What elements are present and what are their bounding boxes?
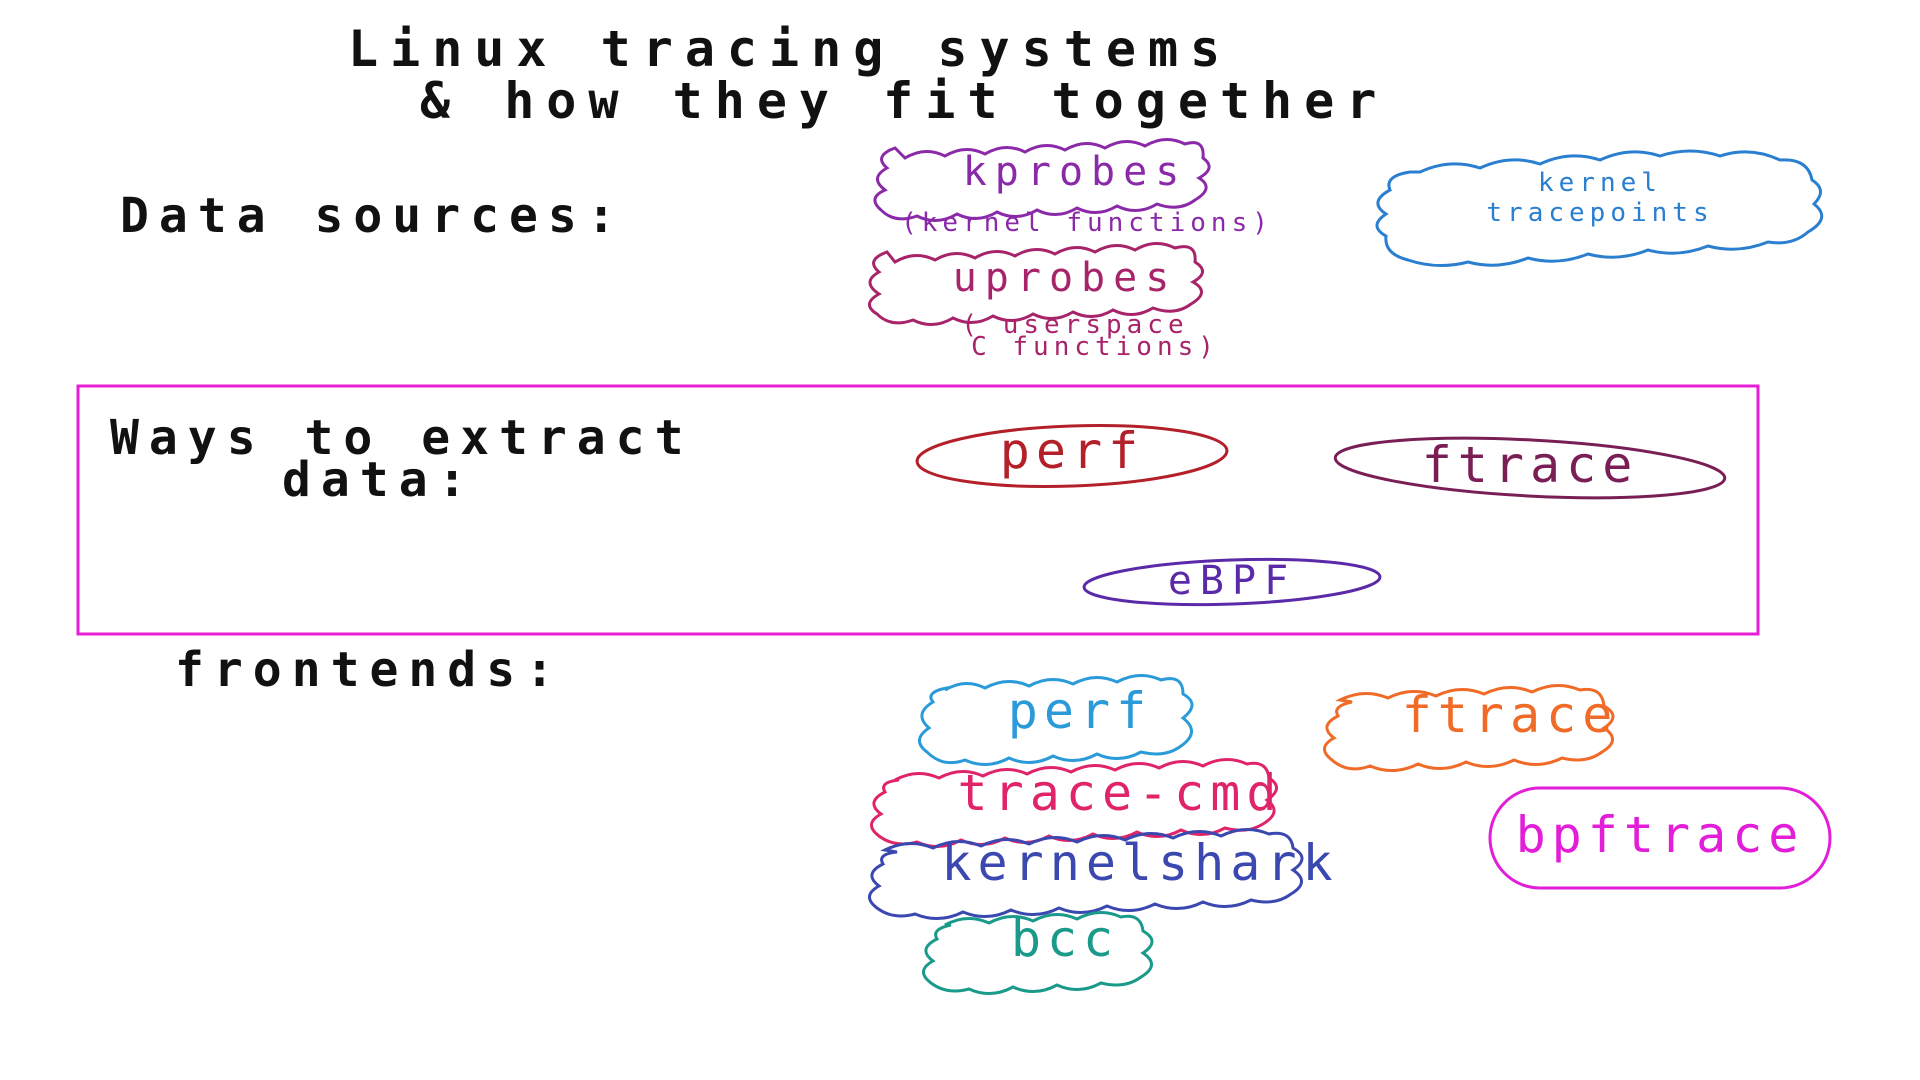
bcc-cloud <box>922 911 1154 995</box>
kernelshark-label: kernelshark <box>941 834 1339 892</box>
kprobes-label: kprobes <box>962 149 1188 195</box>
ftrace-frontend-cloud <box>1323 684 1615 772</box>
tracepoints-cloud <box>1375 149 1824 267</box>
uprobes-cloud <box>868 242 1204 326</box>
frontends-label: frontends: <box>175 642 564 698</box>
ftrace-extract-oval <box>1333 436 1727 500</box>
kprobes-note: (kernel functions) <box>901 208 1273 238</box>
data-sources-label: Data sources: <box>120 188 626 244</box>
kprobes-cloud <box>873 138 1211 222</box>
ebpf-extract-label: eBPF <box>1167 558 1297 604</box>
perf-extract-oval <box>915 424 1229 488</box>
bpftrace-oval <box>1488 786 1832 890</box>
extract-label-line-1: Ways to extract <box>110 410 694 466</box>
extract-label-line-2: data: <box>282 452 477 508</box>
uprobes-note-line-1: ( userspace <box>961 310 1189 340</box>
uprobes-note-line-2: C functions) <box>971 332 1219 362</box>
kernelshark-cloud <box>868 828 1304 920</box>
ftrace-frontend-label: ftrace <box>1401 686 1619 744</box>
tracepoints-line-1: kernel <box>1538 168 1662 198</box>
trace-cmd-label: trace-cmd <box>957 764 1283 822</box>
perf-frontend-label: perf <box>1007 682 1153 740</box>
ftrace-extract-label: ftrace <box>1421 436 1639 494</box>
bpftrace-label: bpftrace <box>1515 806 1805 864</box>
ebpf-extract-oval <box>1082 557 1382 607</box>
uprobes-label: uprobes <box>952 255 1178 301</box>
title-line-2: & how they fit together <box>420 72 1389 130</box>
title-line-1: Linux tracing systems <box>348 20 1233 78</box>
perf-extract-label: perf <box>999 422 1145 480</box>
tracepoints-line-2: tracepoints <box>1486 198 1714 228</box>
extraction-box <box>76 384 1760 636</box>
bcc-label: bcc <box>1010 910 1120 968</box>
perf-frontend-cloud <box>918 674 1194 766</box>
